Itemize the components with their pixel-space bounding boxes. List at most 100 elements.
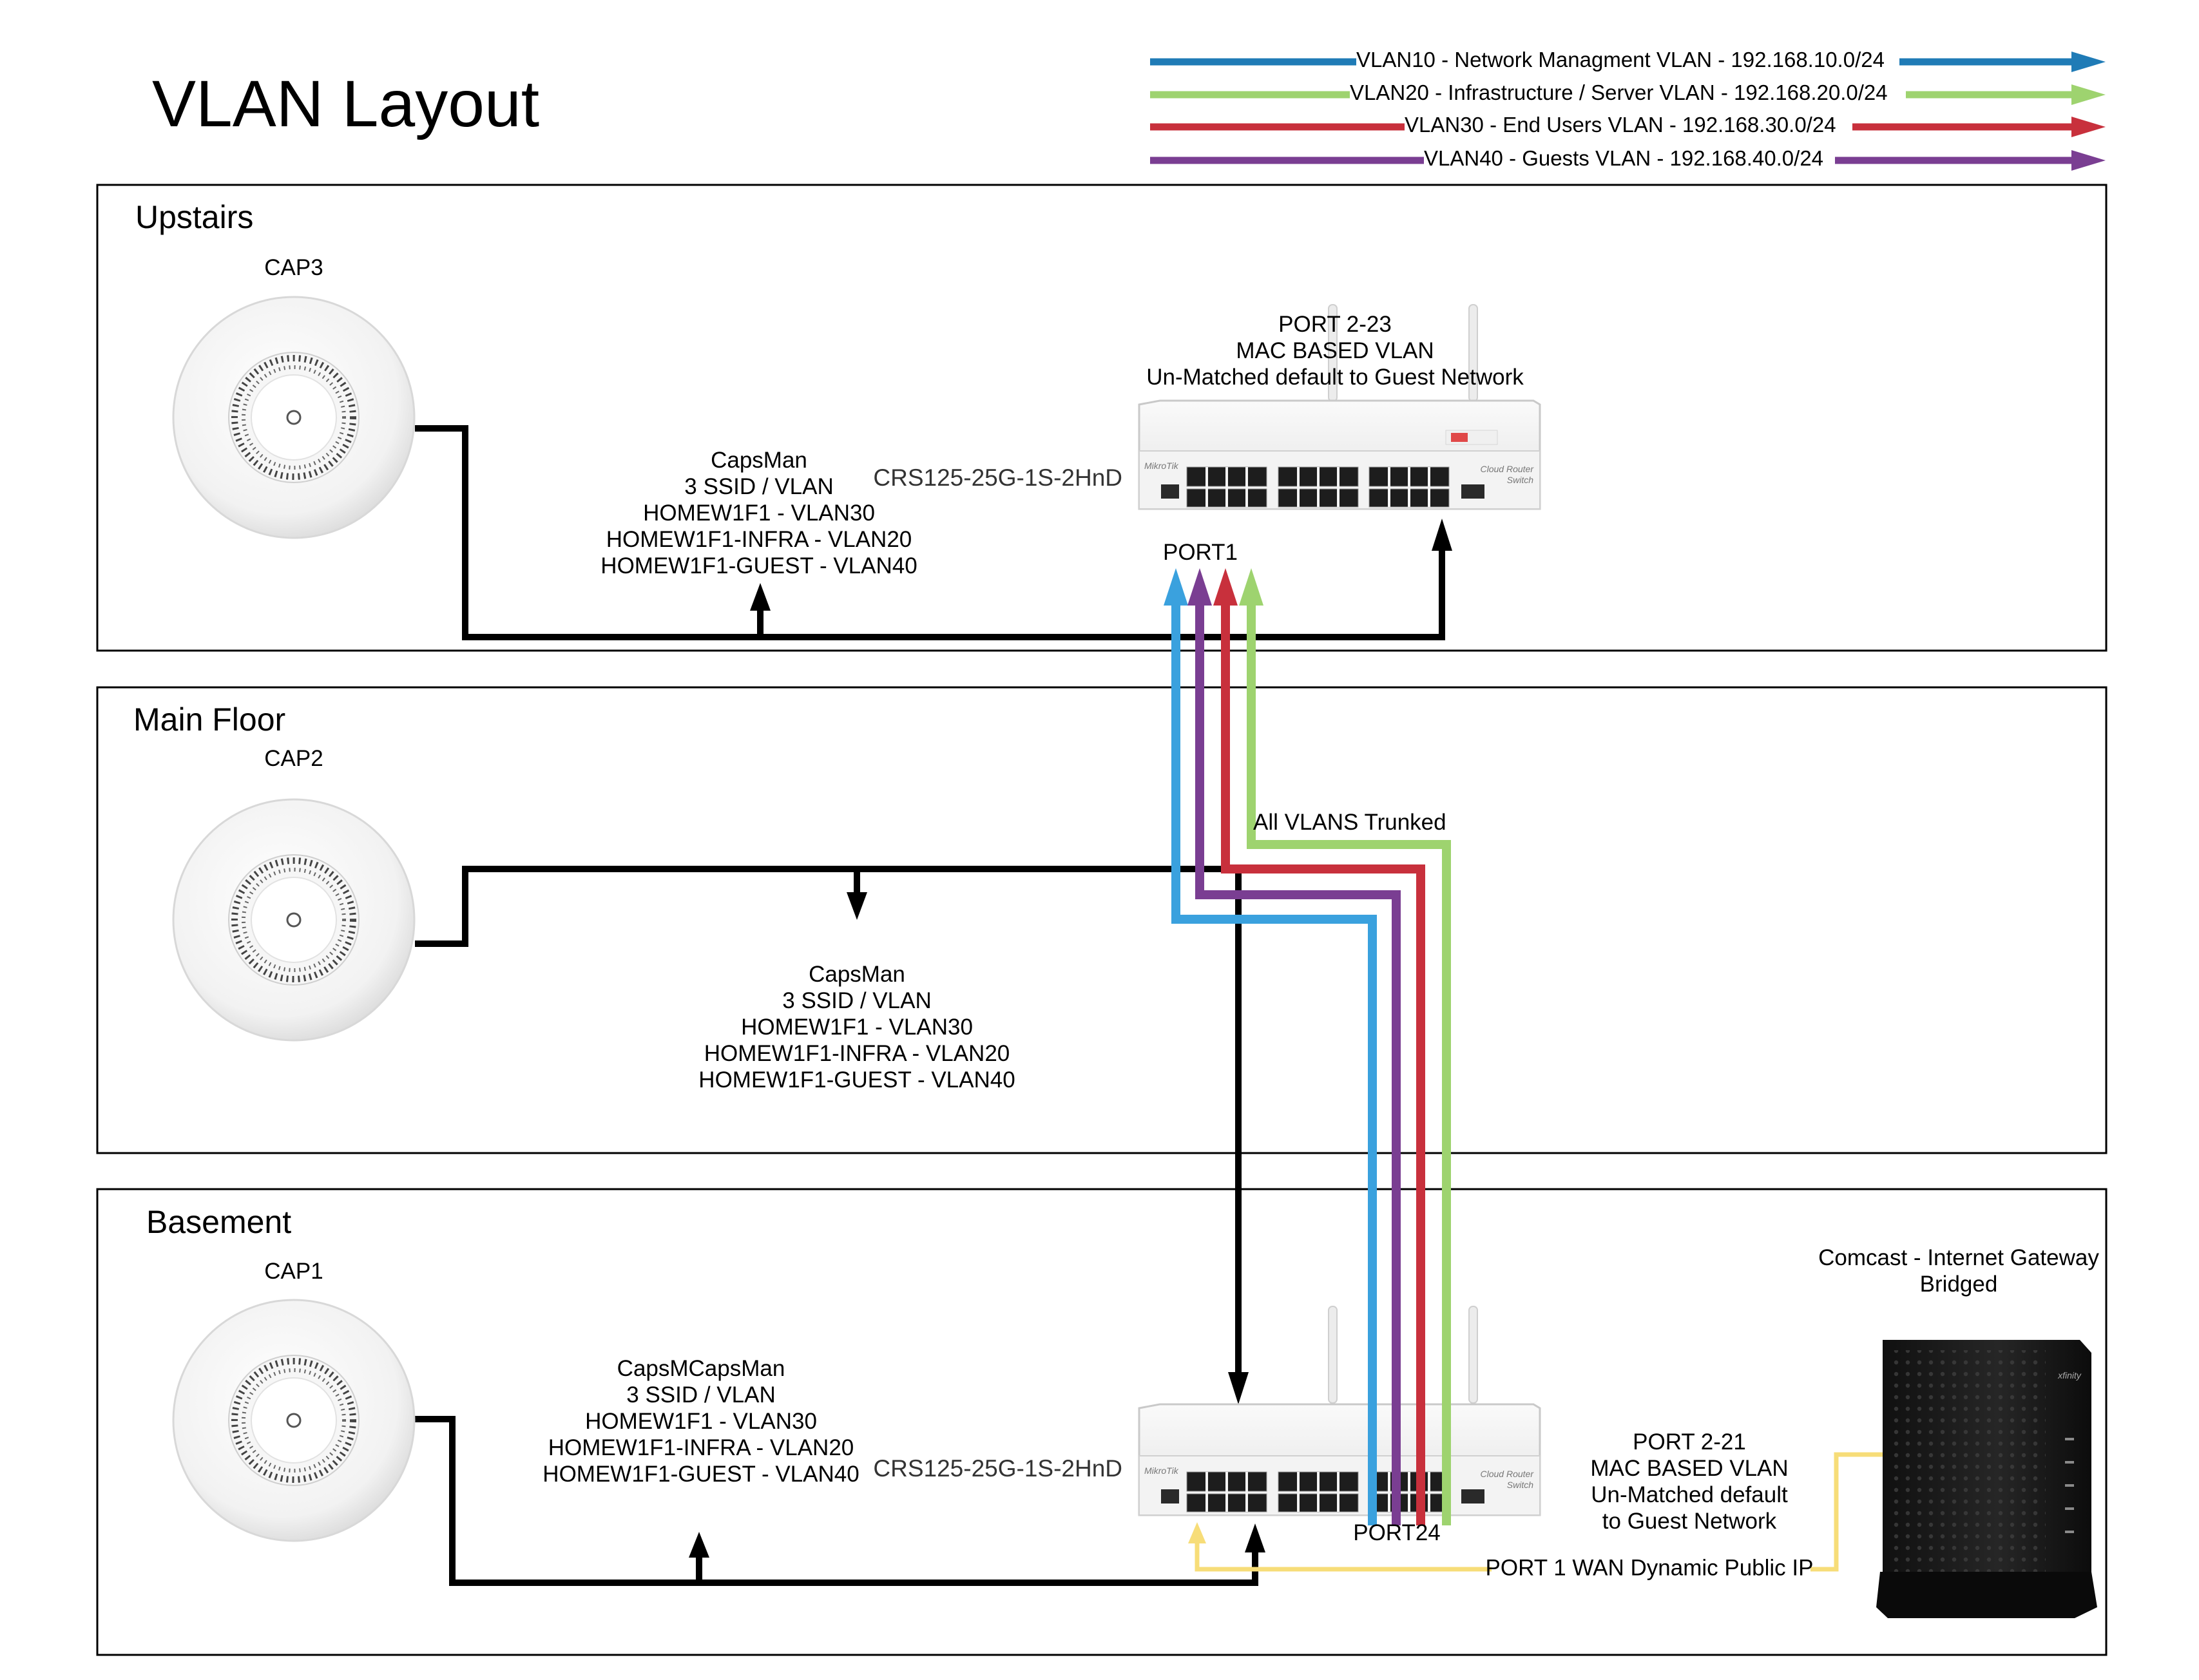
- switch-name-line2: Switch: [1507, 1480, 1533, 1490]
- switch-upstairs: MikroTik Cloud Router Switch: [1138, 304, 1541, 510]
- wan-line: [1195, 1542, 1492, 1572]
- capsman-line: HOMEW1F1-INFRA - VLAN20: [606, 527, 912, 552]
- capsman-line: HOMEW1F1-GUEST - VLAN40: [600, 553, 917, 578]
- ap-label-cap1: CAP1: [264, 1259, 323, 1284]
- capsman-line: CapsMan: [711, 448, 807, 473]
- switch-ports-line: MAC BASED VLAN: [1236, 338, 1434, 363]
- switch-name-line1: Cloud Router: [1481, 1469, 1535, 1479]
- ap-label-cap3: CAP3: [264, 255, 323, 280]
- vlan-trunk: [1171, 602, 1451, 1525]
- trunk-line-blue: [1171, 602, 1377, 1525]
- capsman-line: HOMEW1F1-INFRA - VLAN20: [548, 1435, 854, 1460]
- arrowhead-down-basement-switch: [1228, 1372, 1249, 1404]
- switch-antenna: [1468, 1306, 1478, 1404]
- capsman-line: HOMEW1F1-GUEST - VLAN40: [698, 1067, 1015, 1093]
- legend-arrowhead-vlan20: [2071, 84, 2106, 105]
- capsman-main-label: CapsMan 3 SSID / VLAN HOMEW1F1 - VLAN30 …: [698, 962, 1015, 1093]
- cable-arrowheads: [689, 519, 1452, 1558]
- legend: VLAN10 - Network Managment VLAN - 192.16…: [1150, 48, 2106, 171]
- capsman-line: HOMEW1F1-GUEST - VLAN40: [543, 1462, 859, 1487]
- legend-label-vlan30: VLAN30 - End Users VLAN - 192.168.30.0/2…: [1405, 113, 1836, 137]
- trunk-line-green: [1247, 602, 1451, 1525]
- legend-item-vlan40: VLAN40 - Guests VLAN - 192.168.40.0/24: [1150, 146, 2106, 171]
- gateway-label: Comcast - Internet Gateway Bridged: [1818, 1245, 2099, 1297]
- switch-ports-line: MAC BASED VLAN: [1590, 1456, 1788, 1481]
- legend-item-vlan10: VLAN10 - Network Managment VLAN - 192.16…: [1150, 48, 2106, 72]
- switch-brand: MikroTik: [1144, 461, 1179, 471]
- section-upstairs: [96, 184, 2108, 652]
- switch-antenna: [1328, 1306, 1338, 1404]
- section-basement: [96, 1188, 2108, 1656]
- cable-cap3-to-switch: [415, 425, 1445, 640]
- switch-name-line1: Cloud Router: [1481, 464, 1535, 474]
- capsman-basement-label: CapsMCapsMan 3 SSID / VLAN HOMEW1F1 - VL…: [543, 1356, 859, 1487]
- ap-cap3: [172, 296, 416, 539]
- switch-basement: MikroTik Cloud Router Switch: [1138, 1306, 1541, 1516]
- legend-item-vlan30: VLAN30 - End Users VLAN - 192.168.30.0/2…: [1150, 113, 2106, 137]
- switch-ports-line: PORT 2-21: [1633, 1429, 1746, 1455]
- trunk-port-label: PORT24: [1353, 1520, 1441, 1545]
- arrowhead-trunk-blue: [1164, 568, 1188, 606]
- switch-name-line2: Switch: [1507, 475, 1533, 485]
- ap-cap1: [172, 1299, 416, 1542]
- capsman-upstairs-label: CapsMan 3 SSID / VLAN HOMEW1F1 - VLAN30 …: [600, 448, 917, 578]
- legend-arrowhead-vlan40: [2071, 150, 2106, 171]
- switch-model-basement: CRS125-25G-1S-2HnD: [873, 1455, 1122, 1482]
- capsman-line: HOMEW1F1 - VLAN30: [643, 501, 875, 526]
- ethernet-cables: [415, 425, 1445, 1586]
- ap-label-cap2: CAP2: [264, 746, 323, 771]
- legend-label-vlan40: VLAN40 - Guests VLAN - 192.168.40.0/24: [1424, 146, 1823, 170]
- trunk-arrowheads: [1164, 568, 1263, 606]
- page-title: VLAN Layout: [152, 67, 539, 140]
- capsman-line: CapsMan: [809, 962, 905, 987]
- switch-ports-line: Un-Matched default to Guest Network: [1146, 365, 1524, 390]
- arrowhead-trunk-purple: [1187, 568, 1212, 606]
- capsman-line: 3 SSID / VLAN: [626, 1382, 775, 1408]
- switch-ports-line: Un-Matched default: [1591, 1482, 1788, 1507]
- wan-line: [1810, 1452, 1883, 1572]
- legend-item-vlan20: VLAN20 - Infrastructure / Server VLAN - …: [1150, 81, 2106, 105]
- switch-ports-line: to Guest Network: [1602, 1509, 1777, 1534]
- capsman-line: HOMEW1F1-INFRA - VLAN20: [704, 1041, 1010, 1066]
- legend-arrowhead-vlan10: [2071, 52, 2106, 72]
- arrowhead-wan: [1188, 1522, 1206, 1543]
- gateway-line: Bridged: [1920, 1272, 1998, 1297]
- internet-gateway: xfinity: [1876, 1340, 2097, 1618]
- arrowhead-up-basement-capsman: [689, 1532, 709, 1558]
- cable-cap1-to-switch: [415, 1416, 1258, 1586]
- trunk-line-purple: [1195, 602, 1401, 1525]
- switch-brand: MikroTik: [1144, 1465, 1179, 1476]
- capsman-line: HOMEW1F1 - VLAN30: [585, 1409, 817, 1434]
- arrowhead-up-upstairs-switch: [1432, 519, 1452, 551]
- section-title-main-floor: Main Floor: [133, 702, 285, 738]
- wan-link: [1188, 1452, 1883, 1572]
- arrowhead-down-main-capsman: [847, 892, 867, 920]
- arrowhead-trunk-red: [1213, 568, 1238, 606]
- switch-ports-upstairs-label: PORT 2-23 MAC BASED VLAN Un-Matched defa…: [1146, 312, 1524, 390]
- legend-label-vlan10: VLAN10 - Network Managment VLAN - 192.16…: [1356, 48, 1885, 72]
- cable-cap2-to-basement-switch: [415, 866, 1242, 1372]
- capsman-line: 3 SSID / VLAN: [684, 474, 833, 499]
- gateway-line: Comcast - Internet Gateway: [1818, 1245, 2099, 1270]
- switch-ports-line: PORT 2-23: [1278, 312, 1392, 337]
- trunk-line-red: [1221, 602, 1425, 1525]
- legend-arrowhead-vlan30: [2071, 117, 2106, 137]
- trunk-label: All VLANS Trunked: [1253, 810, 1446, 835]
- section-main-floor: [96, 686, 2108, 1154]
- arrowhead-trunk-green: [1239, 568, 1263, 606]
- switch-model-upstairs: CRS125-25G-1S-2HnD: [873, 464, 1122, 491]
- arrowhead-up-upstairs-capsman: [750, 583, 771, 611]
- switch-ports-basement-label: PORT 2-21 MAC BASED VLAN Un-Matched defa…: [1590, 1429, 1788, 1534]
- uplink-port-label: PORT1: [1163, 540, 1238, 565]
- capsman-line: 3 SSID / VLAN: [782, 988, 931, 1013]
- capsman-line: CapsMCapsMan: [617, 1356, 785, 1381]
- ap-cap2: [172, 798, 416, 1042]
- section-title-basement: Basement: [146, 1204, 291, 1240]
- arrowhead-up-basement-switch: [1245, 1523, 1265, 1552]
- wan-label: PORT 1 WAN Dynamic Public IP: [1486, 1555, 1814, 1580]
- gateway-brand: xfinity: [2057, 1370, 2082, 1380]
- legend-label-vlan20: VLAN20 - Infrastructure / Server VLAN - …: [1350, 81, 1888, 104]
- section-title-upstairs: Upstairs: [135, 199, 253, 235]
- capsman-line: HOMEW1F1 - VLAN30: [741, 1015, 973, 1040]
